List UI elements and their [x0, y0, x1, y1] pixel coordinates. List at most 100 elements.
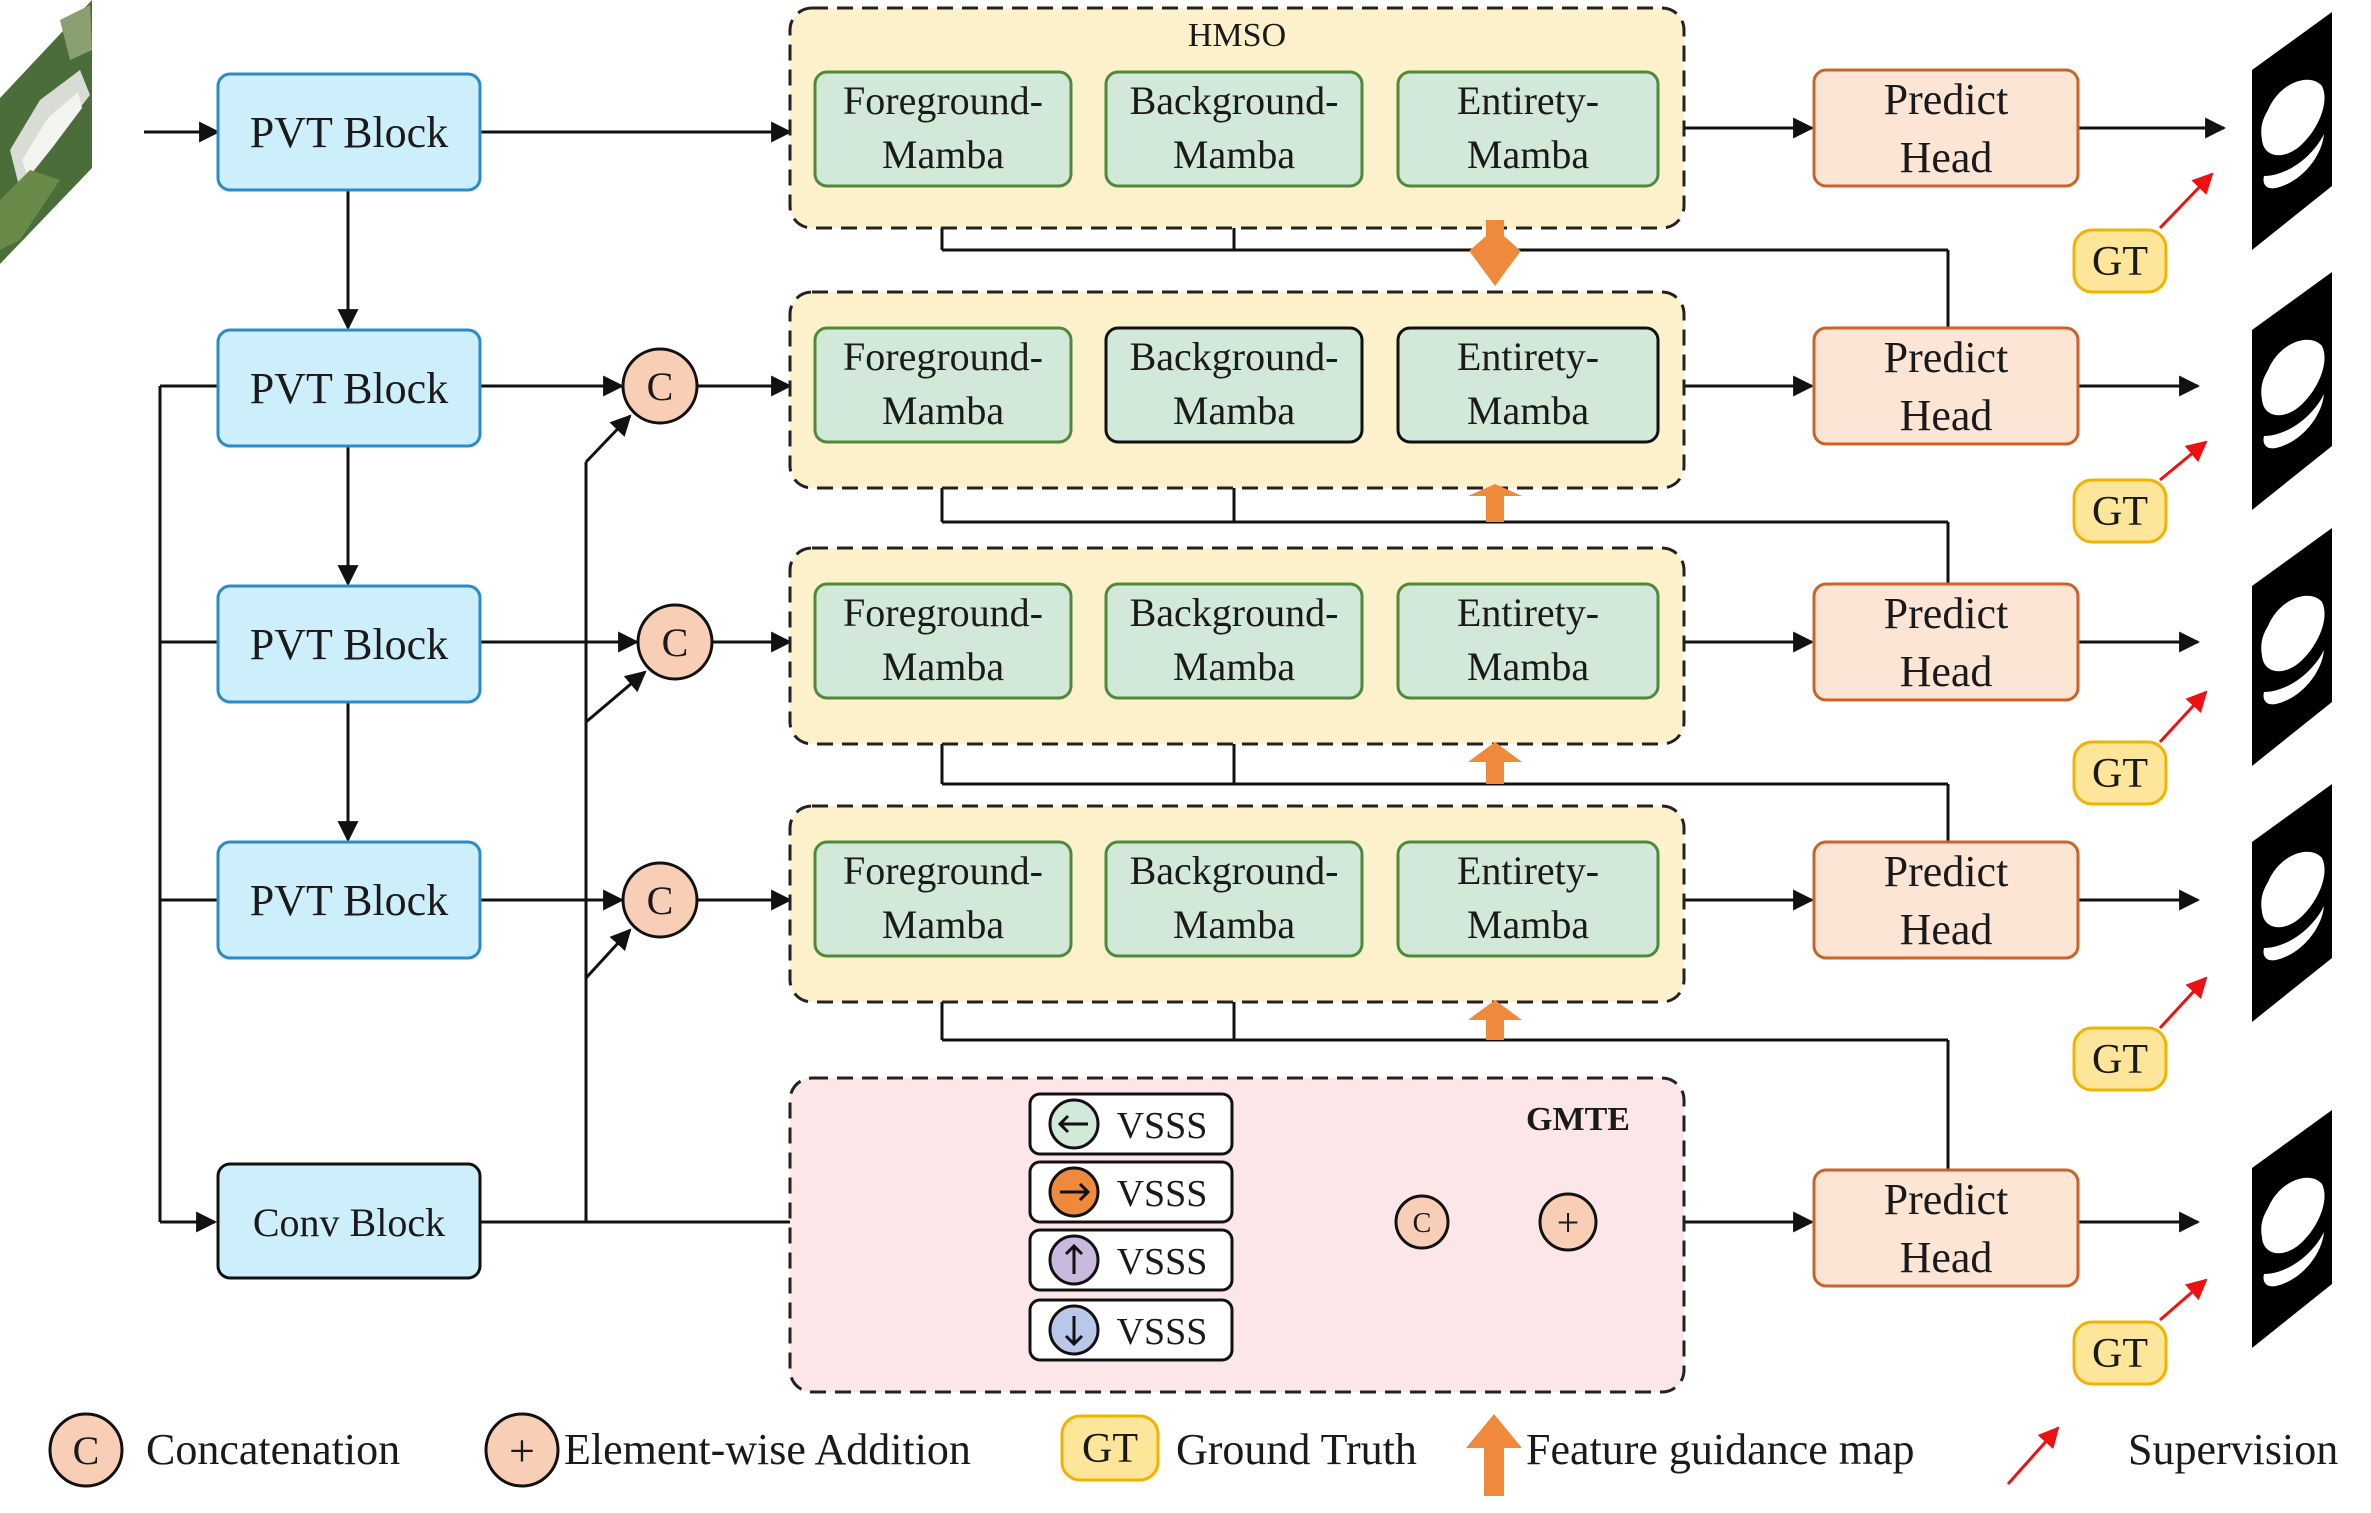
svg-text:VSSS: VSSS: [1117, 1173, 1208, 1215]
svg-text:Foreground-: Foreground-: [843, 848, 1043, 893]
predict-head: Predict Head: [1812, 840, 2080, 960]
entirety-mamba-block: Entirety- Mamba: [1396, 70, 1660, 188]
svg-text:C: C: [662, 620, 689, 665]
svg-text:VSSS: VSSS: [1117, 1241, 1208, 1283]
input-aerial-image: [0, 0, 92, 264]
svg-text:Concatenation: Concatenation: [146, 1425, 400, 1474]
svg-text:Ground Truth: Ground Truth: [1176, 1425, 1417, 1474]
svg-text:Predict: Predict: [1884, 1175, 2009, 1224]
vsss-block-left-scan: VSSS: [1028, 1092, 1234, 1156]
svg-text:Element-wise Addition: Element-wise Addition: [564, 1425, 971, 1474]
svg-text:Entirety-: Entirety-: [1457, 334, 1599, 379]
foreground-mamba-block: Foreground- Mamba: [813, 326, 1073, 444]
gt-badge: GT: [2072, 478, 2168, 544]
svg-text:Mamba: Mamba: [882, 902, 1004, 947]
gt-badge: GT: [2072, 1320, 2168, 1386]
svg-text:C: C: [1413, 1208, 1432, 1239]
pvt-block: PVT Block: [216, 584, 482, 704]
background-mamba-block: Background- Mamba: [1104, 840, 1364, 958]
svg-text:Mamba: Mamba: [1467, 902, 1589, 947]
svg-text:Mamba: Mamba: [882, 644, 1004, 689]
output-mask: [2252, 784, 2332, 1022]
foreground-mamba-block: Foreground- Mamba: [813, 840, 1073, 958]
foreground-mamba-block: Foreground- Mamba: [813, 70, 1073, 188]
svg-text:Mamba: Mamba: [1173, 388, 1295, 433]
pvt-block: PVT Block: [216, 328, 482, 448]
arrow-left-icon: [1057, 1114, 1088, 1134]
svg-text:Mamba: Mamba: [882, 388, 1004, 433]
gmte-concatenation-node: C: [1394, 1194, 1450, 1250]
svg-text:PVT Block: PVT Block: [250, 364, 448, 413]
svg-text:Head: Head: [1900, 391, 1993, 440]
predict-head: Predict Head: [1812, 326, 2080, 446]
background-mamba-block: Background- Mamba: [1104, 70, 1364, 188]
svg-text:Feature guidance map: Feature guidance map: [1526, 1425, 1915, 1474]
concatenation-node: C: [621, 347, 699, 425]
svg-text:Foreground-: Foreground-: [843, 334, 1043, 379]
legend: C Concatenation + Element-wise Addition …: [48, 1412, 2338, 1496]
svg-text:GT: GT: [2092, 239, 2148, 285]
gt-badge: GT: [2072, 740, 2168, 806]
gmte-container: [788, 1076, 1686, 1394]
svg-text:Head: Head: [1900, 647, 1993, 696]
output-mask: [2252, 272, 2332, 510]
svg-text:PVT Block: PVT Block: [250, 876, 448, 925]
concatenation-node: C: [621, 861, 699, 939]
svg-text:Mamba: Mamba: [1467, 644, 1589, 689]
svg-text:Head: Head: [1900, 905, 1993, 954]
svg-text:VSSS: VSSS: [1117, 1105, 1208, 1147]
vsss-block-up-scan: VSSS: [1028, 1228, 1234, 1292]
gt-badge: GT: [2072, 228, 2168, 294]
svg-text:Background-: Background-: [1130, 78, 1339, 123]
svg-text:GT: GT: [2092, 1331, 2148, 1377]
predict-head: Predict Head: [1812, 582, 2080, 702]
entirety-mamba-block: Entirety- Mamba: [1396, 326, 1660, 444]
svg-text:Supervision: Supervision: [2128, 1425, 2338, 1474]
svg-text:PVT Block: PVT Block: [250, 108, 448, 157]
arrow-down-icon: [1064, 1316, 1084, 1347]
supervision-arrows: [2158, 172, 2214, 1322]
feature-guidance-arrow: [1468, 1000, 1522, 1040]
feature-guidance-arrow: [1468, 742, 1522, 784]
svg-text:GT: GT: [2092, 1037, 2148, 1083]
entirety-mamba-block: Entirety- Mamba: [1396, 582, 1660, 700]
svg-text:Entirety-: Entirety-: [1457, 848, 1599, 893]
vsss-block-down-scan: VSSS: [1028, 1298, 1234, 1362]
foreground-mamba-block: Foreground- Mamba: [813, 582, 1073, 700]
gmte-title: GMTE: [1526, 1101, 1630, 1138]
svg-text:GT: GT: [1082, 1426, 1138, 1472]
pvt-block: PVT Block: [216, 72, 482, 192]
svg-text:Background-: Background-: [1130, 334, 1339, 379]
svg-text:Entirety-: Entirety-: [1457, 590, 1599, 635]
svg-text:Mamba: Mamba: [1467, 132, 1589, 177]
svg-text:+: +: [1557, 1200, 1580, 1245]
hmso-title: HMSO: [1188, 17, 1286, 54]
svg-text:+: +: [509, 1425, 535, 1476]
feature-guidance-arrow: [1468, 228, 1522, 274]
svg-text:Predict: Predict: [1884, 847, 2009, 896]
entirety-mamba-block: Entirety- Mamba: [1396, 840, 1660, 958]
background-mamba-block: Background- Mamba: [1104, 326, 1364, 444]
pvt-block: PVT Block: [216, 840, 482, 960]
element-wise-addition-node: +: [1538, 1192, 1598, 1252]
svg-text:Entirety-: Entirety-: [1457, 78, 1599, 123]
concatenation-node: C: [636, 603, 714, 681]
gt-badge: GT: [2072, 1026, 2168, 1092]
output-mask: [2252, 1110, 2332, 1348]
svg-text:Mamba: Mamba: [1173, 132, 1295, 177]
svg-text:Conv Block: Conv Block: [253, 1200, 445, 1245]
svg-text:Predict: Predict: [1884, 333, 2009, 382]
svg-text:PVT Block: PVT Block: [250, 620, 448, 669]
legend-supervision: Supervision: [2006, 1425, 2338, 1485]
output-mask: [2252, 12, 2332, 250]
predict-head: Predict Head: [1812, 1168, 2080, 1288]
svg-text:Background-: Background-: [1130, 848, 1339, 893]
svg-text:Background-: Background-: [1130, 590, 1339, 635]
svg-text:Predict: Predict: [1884, 75, 2009, 124]
svg-text:Predict: Predict: [1884, 589, 2009, 638]
vsss-block-right-scan: VSSS: [1028, 1160, 1234, 1224]
arrow-up-icon: [1064, 1243, 1084, 1274]
svg-text:Mamba: Mamba: [882, 132, 1004, 177]
svg-text:C: C: [647, 364, 674, 409]
